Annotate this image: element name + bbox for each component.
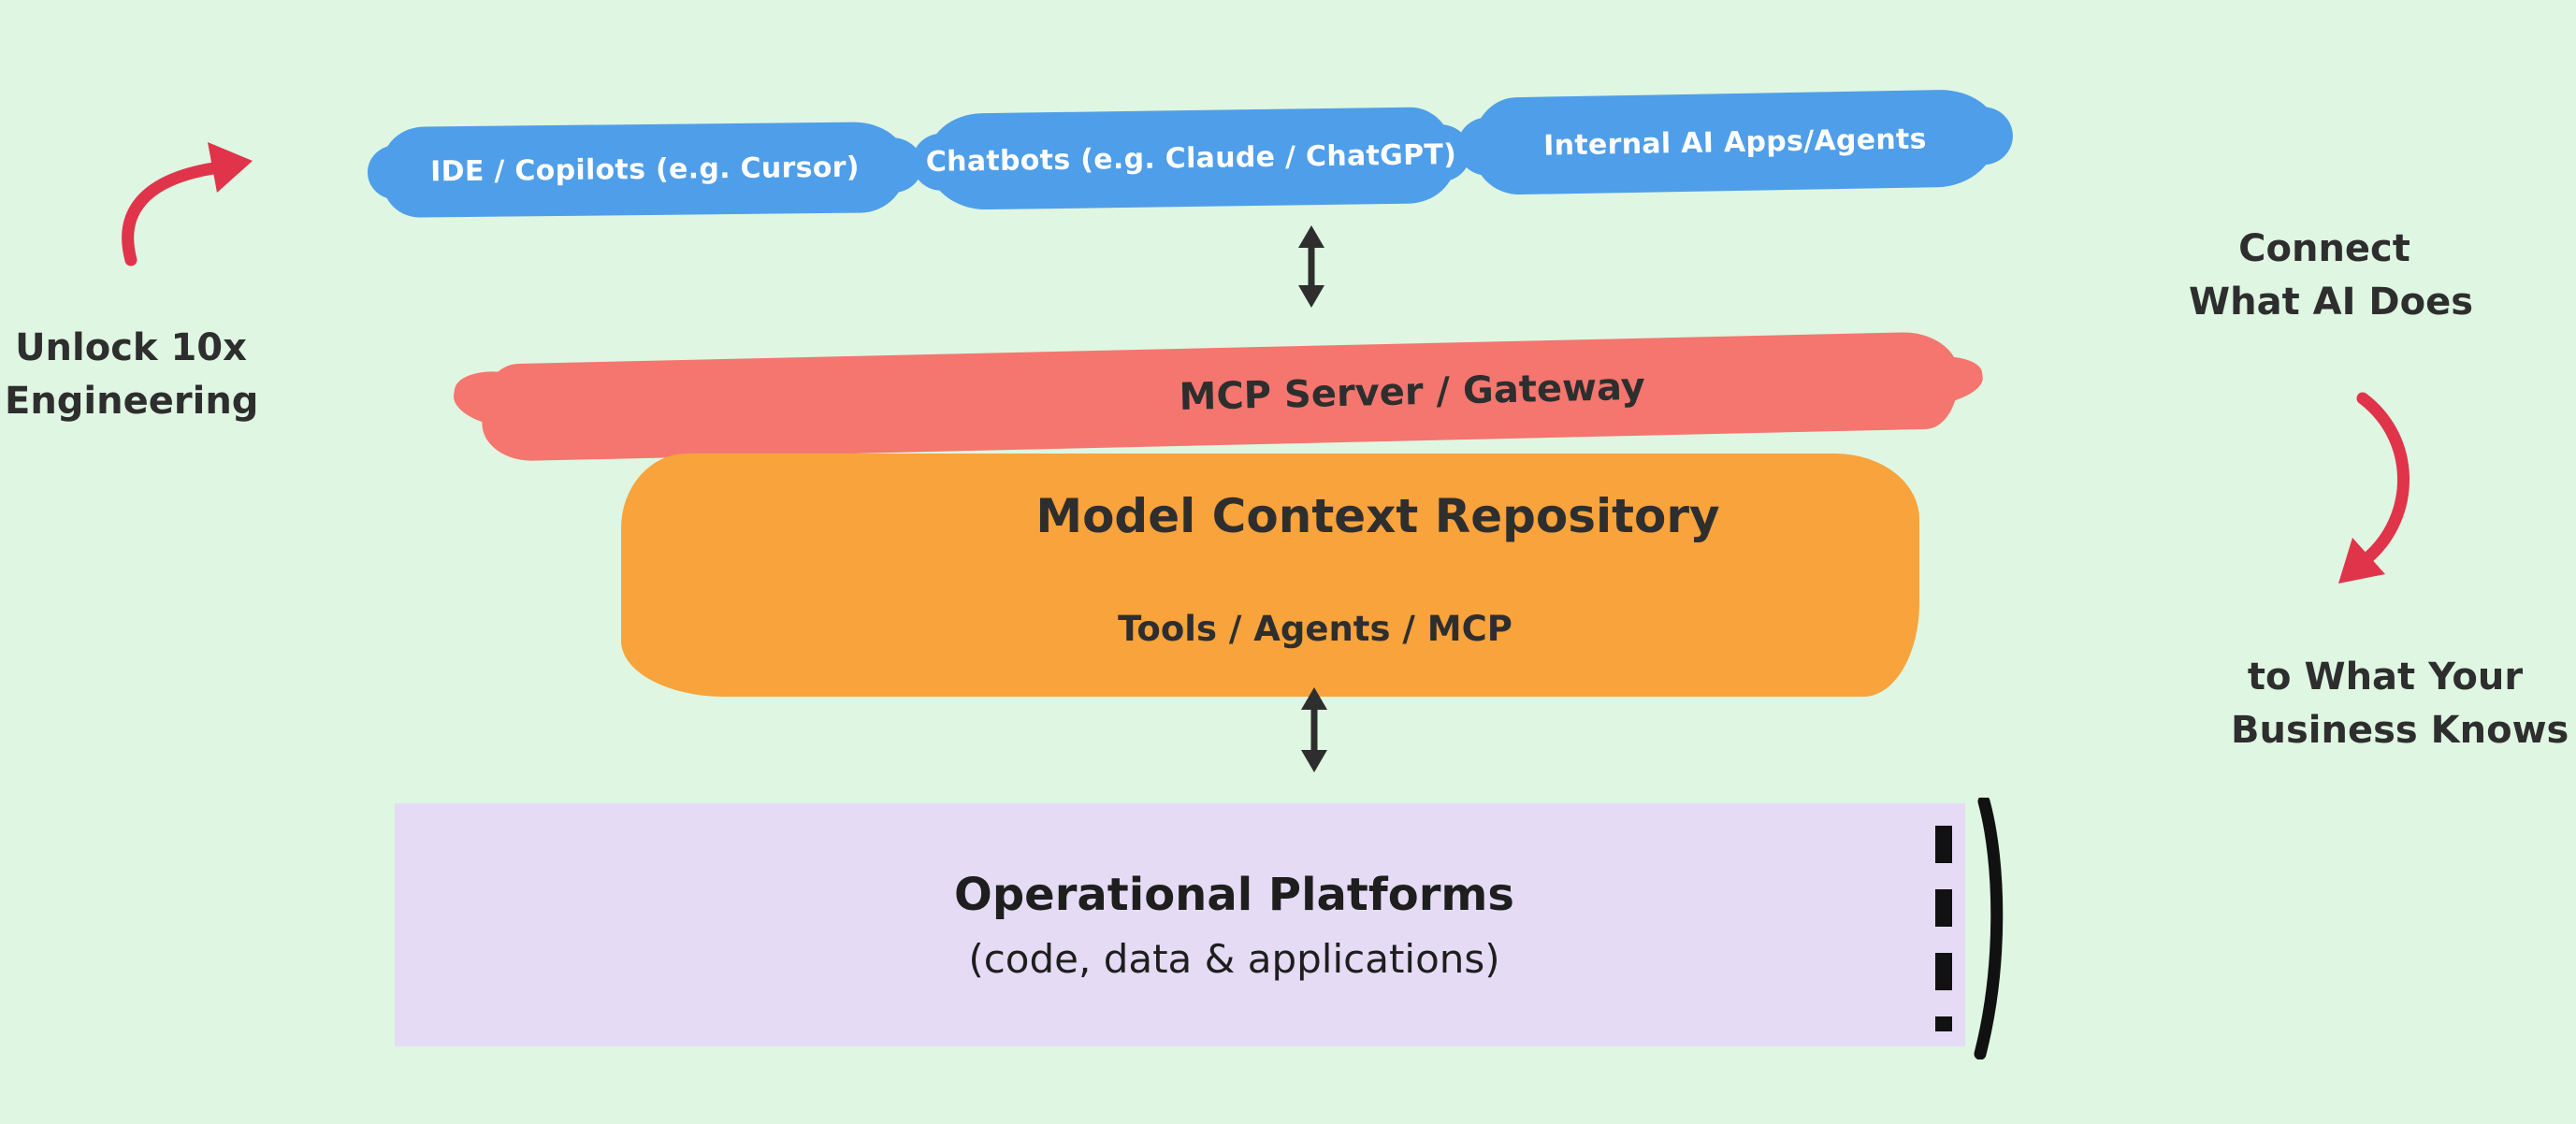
repository-subtitle: Tools / Agents / MCP: [1118, 609, 1512, 649]
note-connect-line2: What AI Does: [2189, 281, 2474, 324]
node-internal-ai-apps-label: Internal AI Apps/Agents: [1542, 122, 1928, 163]
node-ide-copilots: IDE / Copilots (e.g. Cursor): [382, 122, 908, 218]
node-mcp-gateway-label: MCP Server / Gateway: [1179, 365, 1646, 419]
curved-line-decoration: [1974, 798, 2004, 1059]
double-arrow-bottom-icon: [1301, 687, 1327, 772]
note-connect-line1: Connect: [2238, 227, 2410, 270]
note-business-knows: to What Your Business Knows: [2231, 651, 2569, 757]
node-mcp-gateway: MCP Server / Gateway: [481, 331, 1960, 462]
note-unlock-engineering: Unlock 10x Engineering: [5, 322, 259, 428]
note-connect-ai: Connect What AI Does: [2189, 223, 2474, 329]
note-business-line2: Business Knows: [2231, 709, 2569, 752]
platforms-subtitle: (code, data & applications): [968, 936, 1500, 982]
node-internal-ai-apps: Internal AI Apps/Agents: [1471, 89, 1999, 195]
repository-title: Model Context Repository: [1035, 489, 1720, 543]
note-business-line1: to What Your: [2247, 656, 2524, 699]
node-chatbots: Chatbots (e.g. Claude / ChatGPT): [925, 107, 1457, 210]
node-chatbots-label: Chatbots (e.g. Claude / ChatGPT): [925, 138, 1457, 179]
note-unlock-line1: Unlock 10x: [15, 326, 247, 369]
node-operational-platforms: Operational Platforms (code, data & appl…: [395, 803, 1965, 1046]
platforms-title: Operational Platforms: [954, 869, 1514, 921]
node-model-context-repository: Model Context Repository Tools / Agents …: [621, 454, 1919, 697]
node-ide-copilots-label: IDE / Copilots (e.g. Cursor): [430, 151, 860, 189]
curved-arrow-left-icon: [122, 142, 253, 267]
note-unlock-line2: Engineering: [5, 380, 259, 423]
dashed-line-decoration: [1935, 826, 1952, 1031]
double-arrow-top-icon: [1298, 225, 1324, 308]
curved-arrow-right-icon: [2338, 392, 2410, 584]
